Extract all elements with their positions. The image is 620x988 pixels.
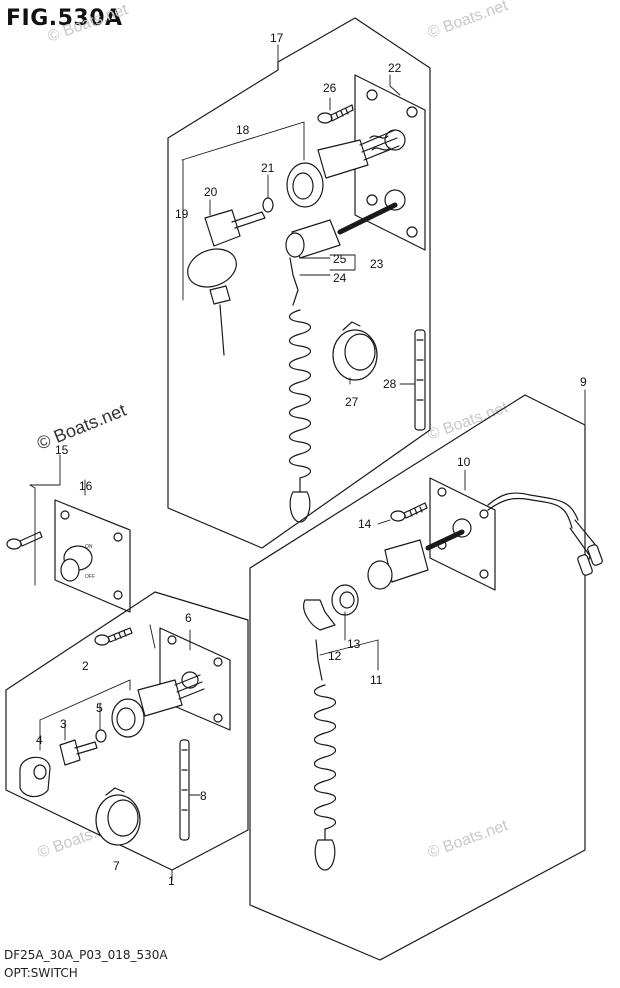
callout-17: 17 [270,31,284,45]
rod-8 [179,739,190,841]
stop-switch-11 [367,529,465,590]
callout-27: 27 [345,395,359,409]
callout-18: 18 [236,123,250,137]
watermark-top-right: © Boats.net [426,0,511,42]
leaders-panel-1 [39,624,201,881]
screw-panel-1 [94,627,133,646]
callout-1: 1 [168,874,175,888]
callout-7: 7 [113,859,120,873]
clip-12 [303,599,336,681]
callout-10: 10 [457,455,471,469]
watermark-bottom-right: © Boats.net [426,817,511,862]
callout-23: 23 [370,257,384,271]
section-label: OPT:SWITCH [4,966,78,980]
nut-13 [331,584,359,616]
lanyard-coil-lower [313,684,337,871]
panel-1-outline [5,591,249,871]
panel-9-outline [249,394,586,961]
screw-26 [317,104,354,124]
leaders-panel-9 [319,389,586,671]
watermark-top-left: © Boats.net [46,1,131,46]
callout-5: 5 [96,701,103,715]
stop-switch-25 [285,202,398,306]
screw-15-left [6,531,43,550]
callout-16: 16 [79,479,93,493]
lanyard-coil-upper [288,309,312,523]
callout-22: 22 [388,61,402,75]
callout-numbers: 1 2 3 4 5 6 7 8 9 10 11 12 13 14 15 16 1… [36,31,587,888]
callout-8: 8 [200,789,207,803]
ignition-switch-body [286,129,400,208]
callout-9: 9 [580,375,587,389]
callout-14: 14 [358,517,372,531]
callout-26: 26 [323,81,337,95]
watermark-center-left: © Boats.net [34,400,129,454]
switch-on-label: ON [85,544,93,550]
screw-14 [390,502,428,522]
watermark-mid-right: © Boats.net [426,399,511,444]
callout-20: 20 [204,185,218,199]
callout-28: 28 [383,377,397,391]
key-3 [59,739,98,766]
switch-assembly-15: ON OFF [29,454,131,613]
cap-27 [332,321,378,381]
callout-19: 19 [175,207,189,221]
wire-harness-10 [487,492,603,576]
leaders-panel-17 [181,44,416,385]
callout-25: 25 [333,252,347,266]
callout-12: 12 [328,649,342,663]
callout-3: 3 [60,717,67,731]
figure-title: FIG.530A [6,6,123,31]
key-set-18 [187,197,274,356]
rod-28 [414,329,426,431]
washer-5 [95,729,107,743]
model-code: DF25A_30A_P03_018_530A [4,948,168,962]
switch-off-label: OFF [85,574,95,580]
cap-7 [95,787,141,846]
mounting-plate-6 [159,627,231,731]
ignition-switch-panel-1 [111,674,205,738]
callout-15: 15 [55,443,69,457]
callout-21: 21 [261,161,275,175]
callout-2: 2 [82,659,89,673]
panel-17-outline [167,17,431,549]
callout-6: 6 [185,611,192,625]
key-4 [19,756,51,798]
callout-4: 4 [36,733,43,747]
callout-24: 24 [333,271,347,285]
callout-13: 13 [347,637,361,651]
callout-11: 11 [370,673,383,687]
